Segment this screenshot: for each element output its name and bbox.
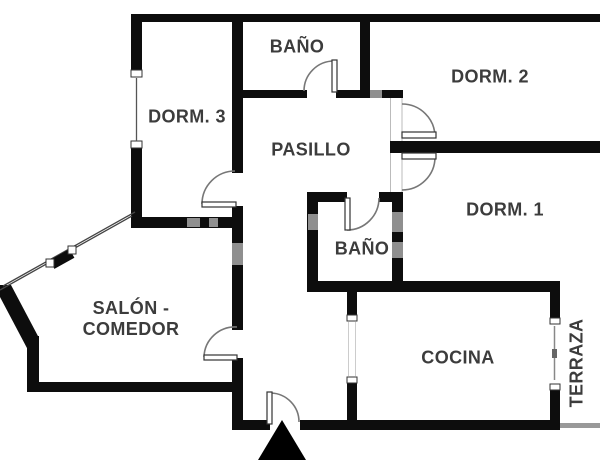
window-salon-frame-a	[67, 245, 77, 255]
window-dorm3-frame-bottom	[130, 140, 143, 149]
wall-salon-diagonal	[0, 285, 39, 350]
entrance-arrow-icon	[258, 420, 306, 460]
room-label-terraza: TERRAZA	[566, 318, 587, 408]
door-leaf-salon	[203, 354, 238, 361]
room-label-dorm3: DORM. 3	[148, 106, 226, 127]
room-label-pasillo: PASILLO	[271, 139, 351, 160]
wall-bano-mid-left	[307, 192, 318, 288]
room-label-salon-line2: COMEDOR	[82, 319, 180, 339]
wall-dorm3-left-upper	[131, 14, 142, 76]
wall-dorm3-left-lower	[131, 147, 142, 228]
door-leaf-entrance	[266, 391, 273, 425]
wall-bottom-left-of-entrance	[232, 420, 270, 430]
room-label-bano-mid: BAÑO	[334, 238, 390, 259]
wall-core-west-lower	[232, 358, 243, 430]
door-leaf-dorm3	[201, 201, 237, 208]
window-terraza-frame-top	[549, 317, 561, 325]
wall-south-mid	[307, 281, 560, 292]
wall-bano-mid-top-right	[379, 192, 403, 202]
room-label-bano-top: BAÑO	[269, 36, 325, 57]
door-arc-salon	[203, 326, 238, 358]
door-arc-entrance	[270, 392, 300, 423]
terraza-railing	[560, 423, 600, 428]
room-label-dorm1: DORM. 1	[466, 199, 544, 220]
wall-bottom-right-of-entrance	[300, 420, 560, 430]
wall-bano-top-bottom-right	[336, 90, 403, 98]
wall-bano-mid-right	[392, 192, 403, 288]
door-arc-dorm1	[401, 156, 436, 191]
wall-terraza-lower	[550, 389, 560, 430]
walls	[0, 14, 600, 430]
wall-terraza-upper	[550, 281, 560, 323]
opening-cocina-jamb-bottom	[346, 376, 358, 384]
door-arc-dorm3	[201, 170, 236, 205]
window-dorm3-frame-top	[130, 69, 143, 78]
wall-core-west-middle	[232, 206, 243, 330]
door-leaves	[201, 59, 437, 425]
wall-cocina-left-upper	[347, 292, 357, 320]
door-leaf-bano-mid	[344, 197, 351, 231]
wall-cocina-left-lower	[347, 383, 357, 430]
door-arc-bano-mid	[346, 197, 380, 231]
wall-salon-bottom	[27, 382, 243, 392]
wall-dorm2-dorm1-divider	[390, 141, 600, 153]
wall-bano-top-right	[360, 14, 370, 98]
watermark-patches	[187, 90, 403, 265]
door-leaf-dorm1	[401, 152, 437, 160]
door-leaf-bano-top	[331, 59, 338, 93]
window-terraza-handle	[552, 349, 557, 358]
room-label-salon: SALÓN - COMEDOR	[83, 298, 180, 340]
wall-bano-top-bottom-left	[232, 90, 307, 98]
window-salon-frame-b	[45, 258, 55, 268]
room-label-salon-line1: SALÓN -	[92, 298, 170, 318]
window-terraza-frame-bottom	[549, 383, 561, 391]
room-label-cocina: COCINA	[421, 347, 495, 368]
opening-cocina-jamb-top	[346, 314, 358, 322]
room-label-dorm2: DORM. 2	[451, 66, 529, 87]
door-leaf-dorm2	[401, 131, 437, 139]
door-arc-bano-top	[303, 60, 335, 92]
wall-bano-mid-top-left	[307, 192, 347, 202]
windows	[0, 69, 561, 391]
